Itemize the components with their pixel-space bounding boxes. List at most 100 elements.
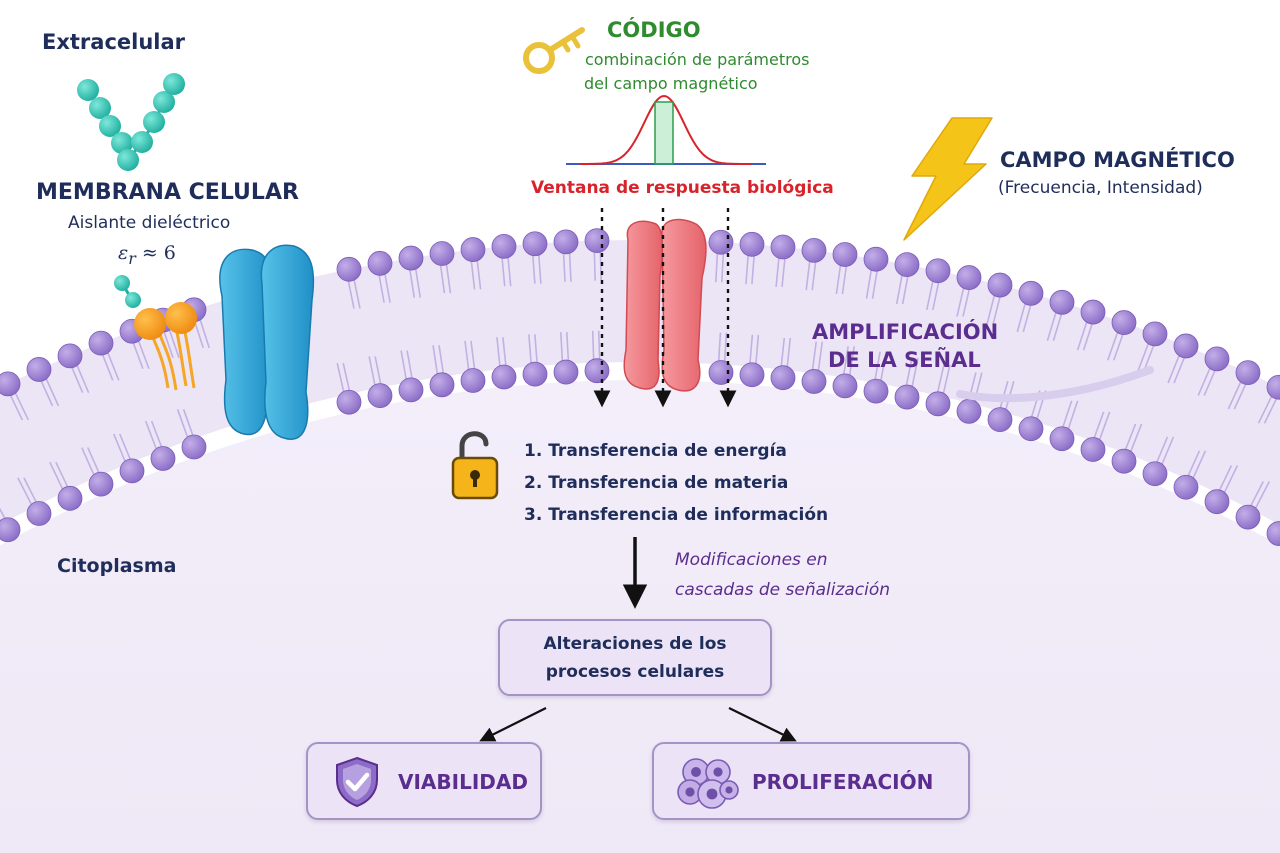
key-tooth <box>569 33 581 49</box>
lipid-head-inner <box>987 407 1013 433</box>
response-window-curve <box>566 94 766 165</box>
code-title: CÓDIGO <box>607 18 701 42</box>
lipid-head-outer <box>1173 333 1199 359</box>
lipid-head-outer <box>739 231 765 257</box>
amplification-label-line2: DE LA SEÑAL <box>828 348 981 372</box>
lipid-head-inner <box>1142 461 1168 487</box>
viability-box: VIABILIDAD <box>306 742 542 820</box>
glycolipid-sugar <box>125 292 141 308</box>
blue-channel-protein <box>219 244 315 440</box>
lipid-head-outer <box>584 228 610 254</box>
glycolipid-sugar <box>114 275 130 291</box>
lipid-head-inner <box>801 369 827 394</box>
lipid-head-outer <box>832 242 858 267</box>
glycolipid <box>114 275 197 391</box>
lipid-bilayer <box>0 228 1280 546</box>
signaling-label-line1: Modificaciones en <box>675 550 828 570</box>
epsilon-subscript: r <box>128 248 136 268</box>
lipid-head-inner <box>181 434 207 460</box>
lipid-head-inner <box>398 377 424 403</box>
channel-subunit <box>623 220 664 390</box>
padlock-keyhole <box>470 470 480 480</box>
lipid-head-outer <box>398 245 424 271</box>
cells-icon <box>677 758 739 809</box>
key-icon <box>523 27 585 74</box>
lipid-head-outer <box>956 265 982 290</box>
extracellular-label: Extracelular <box>42 30 186 54</box>
proliferation-box: PROLIFERACIÓN <box>652 742 970 820</box>
channel-subunit <box>661 218 707 392</box>
step-energy: 1. Transferencia de energía <box>524 441 787 461</box>
lipid-head-outer <box>1049 289 1075 315</box>
cytoplasm-label: Citoplasma <box>57 555 177 577</box>
signaling-label-line2: cascadas de señalización <box>675 580 891 600</box>
window-highlight <box>654 101 674 165</box>
lipid-head-inner <box>956 398 982 424</box>
lipid-head-outer <box>491 233 517 259</box>
response-window-label: Ventana de respuesta biológica <box>531 178 834 198</box>
lipid-head-outer <box>770 234 796 260</box>
membrane-title: MEMBRANA CELULAR <box>36 180 299 205</box>
cell-process-alterations-box: Alteraciones de los procesos celulares <box>498 619 772 696</box>
lipid-head-inner <box>1266 521 1280 546</box>
bilayer-band <box>0 240 1280 525</box>
proliferation-label: PROLIFERACIÓN <box>752 770 934 794</box>
magnetic-field-params: (Frecuencia, Intensidad) <box>998 178 1203 198</box>
lipid-head-outer <box>987 272 1013 298</box>
lipid-head-outer <box>1111 310 1137 335</box>
step-information: 3. Transferencia de información <box>524 505 829 525</box>
glycan-sugar <box>153 91 175 113</box>
viability-label: VIABILIDAD <box>398 770 528 794</box>
glycan-sugar <box>143 111 165 133</box>
channel-subunit <box>260 244 315 440</box>
lipid-head-inner <box>1235 504 1261 530</box>
lightning-icon <box>903 117 993 241</box>
magnetic-field-title: CAMPO MAGNÉTICO <box>1000 148 1235 172</box>
epsilon-symbol: ε <box>118 242 129 264</box>
lipid-head-inner <box>150 446 176 471</box>
lipid-head-inner <box>88 471 114 497</box>
padlock-shackle <box>459 431 489 463</box>
key-tooth <box>560 39 571 53</box>
glycan-sugar <box>89 97 111 119</box>
lipid-head-outer <box>1142 321 1168 347</box>
lipid-head-inner <box>739 362 765 388</box>
amplification-label-line1: AMPLIFICACIÓN <box>812 320 999 344</box>
lipid-head-inner <box>1111 448 1137 474</box>
lipid-head-inner <box>832 373 858 399</box>
lipid-head-inner <box>708 360 734 385</box>
glycolipid-head <box>165 302 197 334</box>
lipid-head-inner <box>1049 426 1075 452</box>
lipid-head-inner <box>1204 489 1230 515</box>
lipid-head-outer <box>88 330 114 356</box>
lipid-head-outer <box>336 256 362 282</box>
padlock-keyhole-slot <box>473 476 477 487</box>
lipid-head-inner <box>1018 416 1044 442</box>
lipid-head-outer <box>26 357 52 382</box>
lipid-head-outer <box>1204 346 1230 372</box>
lipid-head-outer <box>1266 374 1280 400</box>
glycan-chain <box>77 73 185 171</box>
glycan-sugar <box>131 131 153 153</box>
code-description-line2: del campo magnético <box>584 74 758 93</box>
lipid-head-outer <box>57 343 83 369</box>
lipid-head-inner <box>584 358 610 384</box>
lipid-head-inner <box>522 361 548 387</box>
lipid-head-inner <box>863 378 889 404</box>
lipid-head-inner <box>770 365 796 391</box>
key-shaft <box>547 27 585 53</box>
dielectric-label: Aislante dieléctrico <box>68 213 231 233</box>
cytoplasm-region <box>0 380 1280 853</box>
lipid-head-outer <box>894 252 920 278</box>
lipid-head-outer <box>863 246 889 272</box>
lipid-head-outer <box>0 371 21 397</box>
lipid-head-inner <box>1173 474 1199 500</box>
lipid-head-outer <box>1080 299 1106 325</box>
lipid-head-outer <box>925 258 951 284</box>
shield-check-icon <box>336 756 378 808</box>
lipid-head-outer <box>708 229 734 255</box>
lipid-head-inner <box>119 458 145 484</box>
permittivity-label: εr ≈ 6 <box>118 242 176 268</box>
gaussian-curve <box>580 94 752 165</box>
